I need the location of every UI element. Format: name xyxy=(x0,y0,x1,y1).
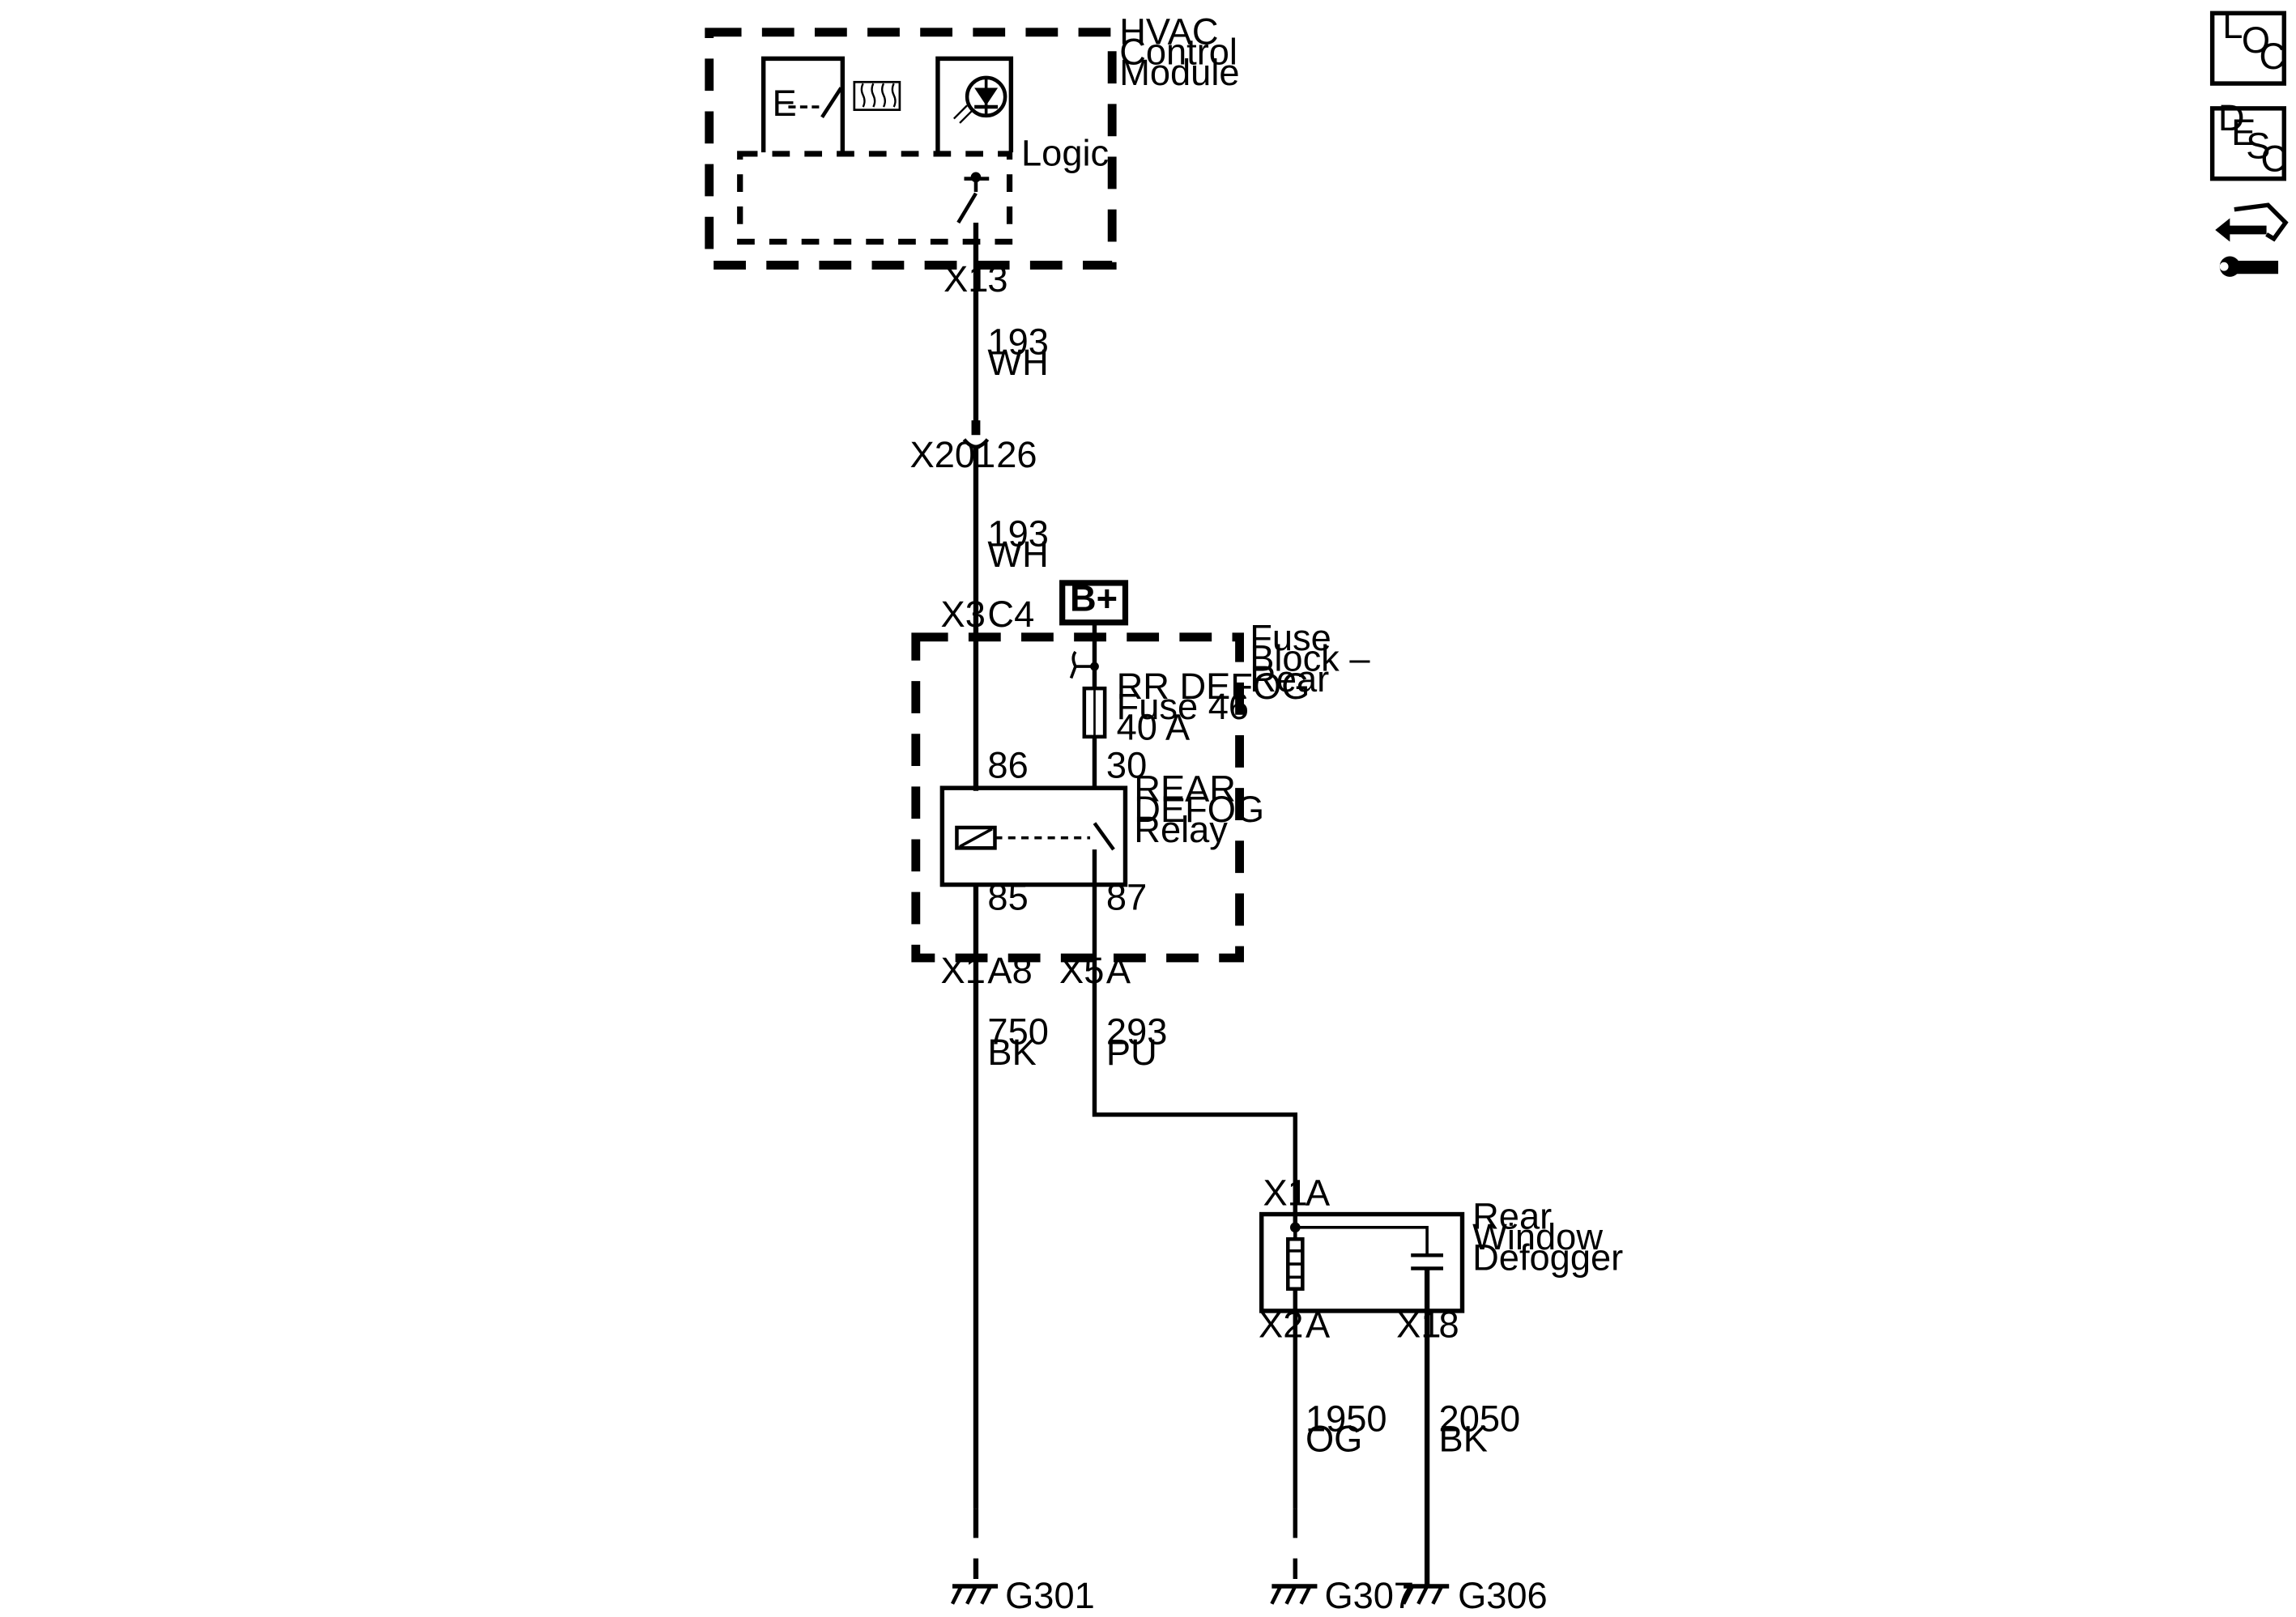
rear-window-defogger: X1 A Rear Window Defogger X2 A X1 8 xyxy=(1259,1172,1623,1346)
ground-g307: G307 xyxy=(1270,1575,1414,1616)
inline-connector-x201: X201 26 xyxy=(910,420,1037,475)
defogger-label-line1: Rear xyxy=(1472,1196,1552,1237)
capacitor-icon xyxy=(1411,1253,1443,1270)
ground-icon xyxy=(1270,1584,1318,1605)
fb-out2-connector-label: X5 xyxy=(1059,950,1104,991)
defogger-out1-pin-label: A xyxy=(1306,1304,1331,1346)
relay-label-line3: Relay xyxy=(1134,809,1228,850)
wire-193-wh-lower: 193 WH xyxy=(973,445,1059,791)
indicator-led-icon xyxy=(935,56,1014,153)
heating-element-icon xyxy=(1285,1227,1305,1291)
defogger-label-line3: Defogger xyxy=(1472,1236,1623,1278)
hvac-label-line1: HVAC xyxy=(1119,11,1218,52)
fuse-label-line2: Fuse 46 xyxy=(1117,686,1249,727)
hvac-pin-label: 3 xyxy=(987,258,1007,300)
fb-in-connector-label: X3 xyxy=(941,594,986,635)
defogger-out2-connector-label: X1 xyxy=(1396,1304,1441,1346)
wrench-arrow-icon[interactable] xyxy=(2215,202,2289,277)
fb-in-pin-label: C4 xyxy=(987,594,1034,635)
defogger-label-line2: Window xyxy=(1472,1216,1603,1257)
ground-g306: G306 xyxy=(1402,1575,1548,1616)
ground-label-g301: G301 xyxy=(1005,1575,1095,1616)
svg-text:193 WH: 193 WH xyxy=(987,513,1059,575)
relay-pin-87: 87 xyxy=(1106,876,1147,917)
svg-text:L: L xyxy=(2222,5,2243,46)
svg-text:1950 OG: 1950 OG xyxy=(1306,1398,1397,1459)
defogger-in-pin-label: A xyxy=(1306,1172,1331,1214)
wire-2050-bk: 2050 BK xyxy=(1424,1268,1531,1587)
relay-label-line2: DEFOG xyxy=(1134,789,1264,830)
wire-193-wh-upper: 193 WH xyxy=(973,222,1059,434)
svg-text:E: E xyxy=(2231,112,2256,153)
svg-text:RR DEFOG Fuse 46: RR DEFOG Fuse 46 40 A xyxy=(1117,666,1320,748)
fuse-label-line3: 40 A xyxy=(1117,706,1191,747)
relay-label-line1: REAR xyxy=(1134,768,1236,809)
relay-pin-30: 30 xyxy=(1106,745,1147,786)
ground-icon xyxy=(950,1584,999,1605)
ground-icon xyxy=(1402,1584,1450,1605)
svg-text:C: C xyxy=(2260,36,2286,77)
fuse-label-line1: RR DEFOG xyxy=(1117,666,1310,707)
svg-text:750 BK: 750 BK xyxy=(987,1011,1059,1073)
logic-block: Logic xyxy=(737,132,1109,245)
fuse-block-label-line3: Rear xyxy=(1250,658,1329,700)
x201-connector-label: X201 xyxy=(910,434,996,475)
wire-1950-og: 1950 OG xyxy=(1293,1288,1397,1579)
defogger-in-connector-label: X1 xyxy=(1263,1172,1307,1214)
relay-pin-85: 85 xyxy=(987,876,1028,917)
svg-text:C: C xyxy=(2260,138,2287,180)
svg-text:2050 BK: 2050 BK xyxy=(1439,1398,1531,1459)
defogger-out2-pin-label: 8 xyxy=(1439,1304,1459,1346)
svg-text:Fuse Block – Rear: Fuse Block – Rear xyxy=(1250,617,1380,700)
wire-750-bk: 750 BK xyxy=(973,884,1059,1579)
hvac-control-module: HVAC Control Module E Logic xyxy=(705,11,1247,300)
svg-text:REAR DEFOG Rel: REAR DEFOG Relay xyxy=(1134,768,1274,850)
fuse-block-rear: Fuse Block – Rear X3 C4 RR DEFOG Fuse 46… xyxy=(911,594,1380,991)
relay-pin-86: 86 xyxy=(987,745,1028,786)
ground-label-g307: G307 xyxy=(1324,1575,1414,1616)
rear-defog-relay: 86 30 85 87 REAR DEFOG Relay xyxy=(939,745,1274,917)
location-icon-button[interactable]: L O C xyxy=(2209,5,2286,86)
fb-out1-connector-label: X1 xyxy=(941,950,986,991)
hvac-label-line2: Control xyxy=(1119,32,1237,73)
fuse-block-label-line2: Block – xyxy=(1250,637,1370,679)
hvac-label-line3: Module xyxy=(1119,52,1239,93)
ground-label-g306: G306 xyxy=(1458,1575,1548,1616)
svg-text:E: E xyxy=(773,83,797,124)
x201-pin-label: 26 xyxy=(996,434,1037,475)
fb-out1-pin-label: A8 xyxy=(987,950,1032,991)
svg-text:S: S xyxy=(2246,125,2270,166)
relay-coil-icon xyxy=(955,825,997,850)
hvac-connector-label: X1 xyxy=(944,258,988,300)
logic-label: Logic xyxy=(1021,132,1109,173)
defog-switch-icon: E xyxy=(760,56,901,153)
description-icon-button[interactable]: D E S C xyxy=(2209,97,2287,181)
fuse-block-label-line1: Fuse xyxy=(1250,617,1331,658)
fb-out2-pin-label: A xyxy=(1106,950,1131,991)
svg-text:293 PU: 293 PU xyxy=(1106,1011,1178,1073)
wire-293-pu: 293 PU xyxy=(1092,849,1298,1228)
svg-text:193 WH: 193 WH xyxy=(987,321,1059,383)
fuse-46: RR DEFOG Fuse 46 40 A xyxy=(1082,666,1320,789)
svg-text:O: O xyxy=(2242,19,2270,61)
relay-switch-icon xyxy=(1093,822,1115,851)
svg-text:Rear Window Defogg: Rear Window Defogger xyxy=(1472,1196,1623,1279)
svg-text:D: D xyxy=(2218,97,2245,138)
svg-text:HVAC Control Modul: HVAC Control Module xyxy=(1119,11,1247,93)
battery-positive: B+ xyxy=(1059,577,1129,689)
ground-g301: G301 xyxy=(950,1575,1095,1616)
battery-label: B+ xyxy=(1070,577,1118,619)
